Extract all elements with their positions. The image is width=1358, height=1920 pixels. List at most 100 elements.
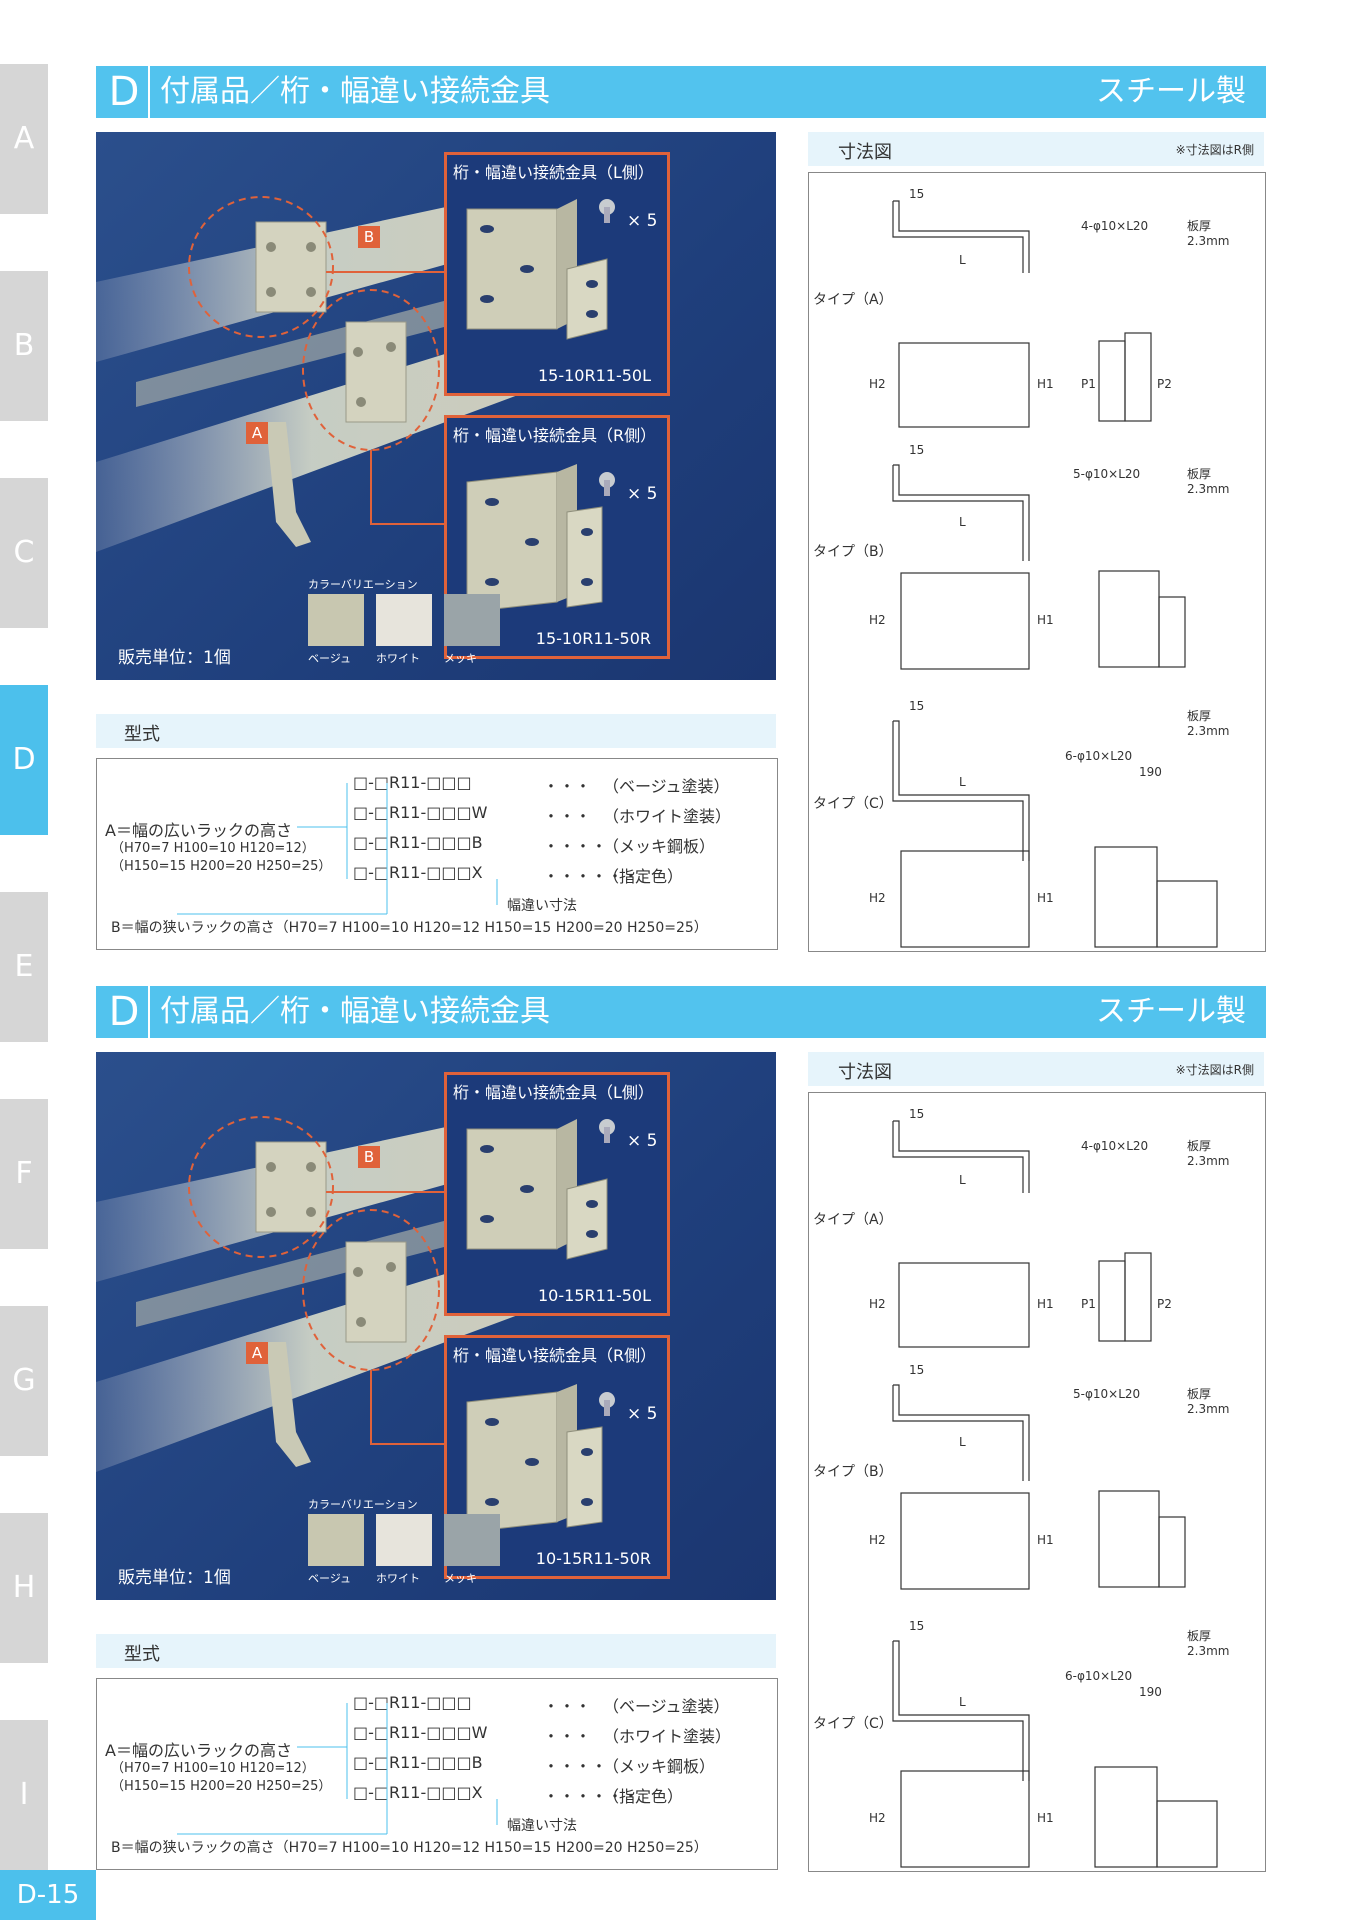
dim-h2: H2: [869, 1533, 886, 1547]
side-tab-e[interactable]: E: [0, 892, 48, 1042]
dim-15: 15: [909, 699, 925, 713]
section-letter: D: [100, 66, 150, 118]
sales-unit: 販売単位：1個: [118, 1568, 231, 1588]
model-dots: ・・・: [543, 1697, 592, 1716]
dim-190: 190: [1139, 1685, 1162, 1699]
bolt-count-l: × 5: [627, 211, 658, 231]
model-desc: （ベージュ塗装）: [603, 777, 730, 796]
model-code-row: □-□R11-□□□W: [353, 803, 488, 822]
marker-b: B: [358, 226, 380, 248]
rack-illustration: [96, 192, 526, 552]
swatch-plated-label: メッキ: [444, 652, 477, 665]
type-a-label: タイプ（A）: [813, 1212, 893, 1228]
thickness-a: 板厚 2.3mm: [1187, 219, 1230, 248]
bolt-count-r: × 5: [627, 484, 658, 504]
inset-l-side: 桁・幅違い接続金具（L側） × 5 15-10R11-50L: [444, 152, 670, 396]
material-label: スチール製: [1096, 74, 1246, 109]
swatch-white-label: ホワイト: [376, 652, 420, 665]
color-variation-label: カラーバリエーション: [308, 1498, 418, 1511]
dim-h2: H2: [869, 1811, 886, 1825]
model-heading: 型式: [124, 1644, 160, 1665]
dim-15: 15: [909, 1619, 925, 1633]
side-tab-a[interactable]: A: [0, 64, 48, 214]
inset-r-side: 桁・幅違い接続金具（R側） × 5 10-15R11-50R: [444, 1335, 670, 1579]
inset-r-code: 15-10R11-50R: [535, 629, 651, 648]
dimension-drawing-box: タイプ（A） タイプ（B） タイプ（C） 4-φ10×L20 5-φ10×L20…: [808, 1092, 1266, 1872]
model-heading-bar: 型式: [96, 1634, 776, 1668]
b-label: B＝幅の狭いラックの高さ（H70=7 H100=10 H120=12 H150=…: [111, 920, 708, 936]
model-dots: ・・・: [543, 777, 592, 796]
dim-15: 15: [909, 187, 925, 201]
model-code-row: □-□R11-□□□X: [353, 863, 483, 882]
a-label: A＝幅の広いラックの高さ: [105, 821, 292, 840]
side-tab-f[interactable]: F: [0, 1099, 48, 1249]
swatch-plated: [444, 1514, 500, 1566]
side-tab-g[interactable]: G: [0, 1306, 48, 1456]
inset-l-side: 桁・幅違い接続金具（L側） × 5 10-15R11-50L: [444, 1072, 670, 1316]
swatch-plated-label: メッキ: [444, 1572, 477, 1585]
product-section: D 付属品／桁・幅違い接続金具 スチール製: [96, 986, 1266, 1886]
inset-l-code: 15-10R11-50L: [537, 366, 651, 385]
dim-h2: H2: [869, 613, 886, 627]
a-label: A＝幅の広いラックの高さ: [105, 1741, 292, 1760]
side-tab-h[interactable]: H: [0, 1513, 48, 1663]
inset-r-title: 桁・幅違い接続金具（R側）: [453, 1346, 657, 1365]
dim-p2: P2: [1157, 377, 1172, 391]
dim-h1: H1: [1037, 1297, 1054, 1311]
model-dots: ・・・・・・: [543, 867, 640, 886]
hole-spec-b: 5-φ10×L20: [1073, 467, 1141, 481]
marker-a: A: [246, 422, 268, 444]
model-desc: （メッキ鋼板）: [603, 837, 716, 856]
swatch-beige: [308, 594, 364, 646]
dim-15: 15: [909, 1107, 925, 1121]
hole-spec-c: 6-φ10×L20: [1065, 749, 1133, 763]
marker-b: B: [358, 1146, 380, 1168]
side-tab-b[interactable]: B: [0, 271, 48, 421]
type-c-label: タイプ（C）: [813, 796, 893, 812]
marker-a: A: [246, 1342, 268, 1364]
swatch-beige: [308, 1514, 364, 1566]
a-note-1: （H70=7 H100=10 H120=12）: [111, 1761, 315, 1776]
type-b-label: タイプ（B）: [813, 544, 893, 560]
thickness-c: 板厚 2.3mm: [1187, 1629, 1230, 1658]
side-tab-c[interactable]: C: [0, 478, 48, 628]
thickness-b: 板厚 2.3mm: [1187, 467, 1230, 496]
type-c-label: タイプ（C）: [813, 1716, 893, 1732]
thickness-a: 板厚 2.3mm: [1187, 1139, 1230, 1168]
section-title: 付属品／桁・幅違い接続金具: [160, 74, 550, 109]
hole-spec-a: 4-φ10×L20: [1081, 219, 1149, 233]
model-desc: （ホワイト塗装）: [603, 807, 732, 826]
model-code-box: □-□R11-□□□ ・・・ （ベージュ塗装） □-□R11-□□□W ・・・ …: [96, 758, 778, 950]
section-letter: D: [100, 986, 150, 1038]
swatch-white: [376, 1514, 432, 1566]
hole-spec-a: 4-φ10×L20: [1081, 1139, 1149, 1153]
model-desc: （メッキ鋼板）: [603, 1757, 716, 1776]
dimension-drawings: [892, 200, 1218, 948]
dim-15: 15: [909, 1363, 925, 1377]
model-code-row: □-□R11-□□□W: [353, 1723, 488, 1742]
model-code-row: □-□R11-□□□B: [353, 833, 483, 852]
dim-h1: H1: [1037, 1533, 1054, 1547]
swatch-white-label: ホワイト: [376, 1572, 420, 1585]
dimension-drawings: [892, 1120, 1218, 1868]
dimension-heading-bar: 寸法図 ※寸法図はR側: [808, 132, 1264, 166]
model-heading: 型式: [124, 724, 160, 745]
section-title: 付属品／桁・幅違い接続金具: [160, 994, 550, 1029]
side-tab-d[interactable]: D: [0, 685, 48, 835]
side-tab-i[interactable]: I: [0, 1720, 48, 1870]
thickness-b: 板厚 2.3mm: [1187, 1387, 1230, 1416]
dim-l: L: [959, 1173, 966, 1187]
model-dots: ・・・・: [543, 1757, 608, 1776]
swatch-plated: [444, 594, 500, 646]
model-heading-bar: 型式: [96, 714, 776, 748]
width-dim-label: 幅違い寸法: [507, 898, 577, 914]
model-code-row: □-□R11-□□□B: [353, 1753, 483, 1772]
model-code-row: □-□R11-□□□X: [353, 1783, 483, 1802]
dim-h1: H1: [1037, 891, 1054, 905]
dimension-note: ※寸法図はR側: [1175, 143, 1254, 157]
model-desc: （指定色）: [603, 1787, 684, 1806]
model-code-row: □-□R11-□□□: [353, 1693, 472, 1712]
sales-unit: 販売単位：1個: [118, 648, 231, 668]
dimension-note: ※寸法図はR側: [1175, 1063, 1254, 1077]
dim-h2: H2: [869, 891, 886, 905]
